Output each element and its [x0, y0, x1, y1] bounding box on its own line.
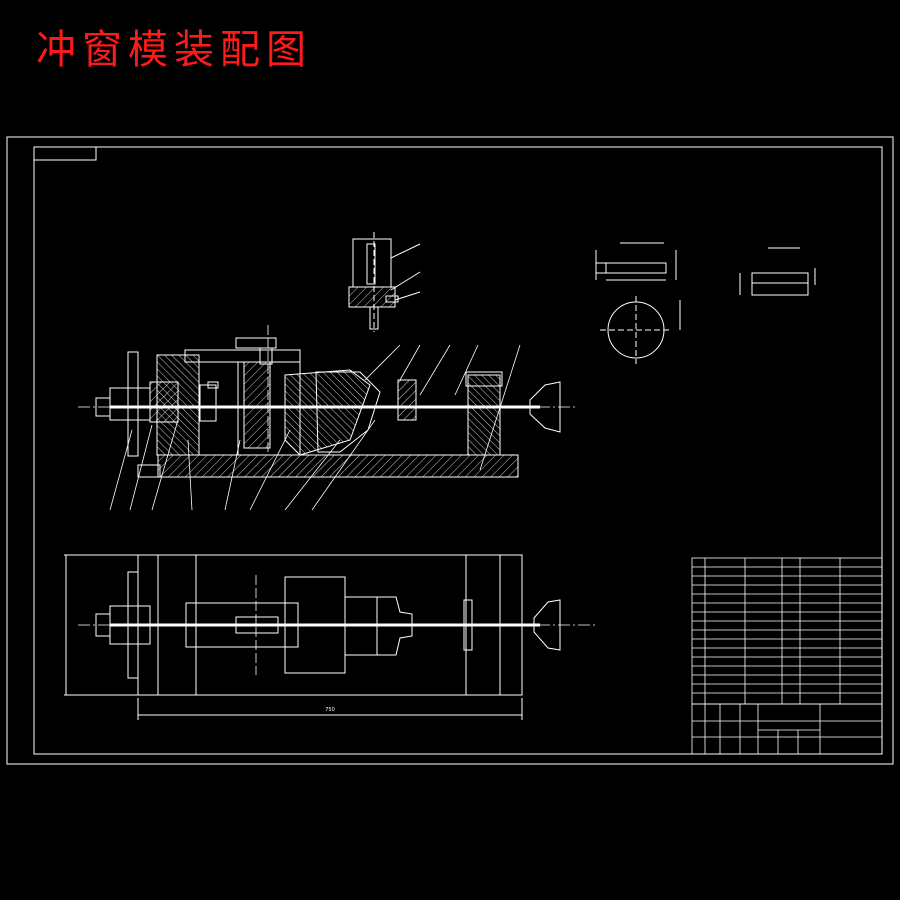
inner-border [33, 146, 883, 755]
leader-lines [109, 344, 521, 511]
punch-detail-view [348, 232, 421, 332]
drawing-title: 冲窗模装配图 [36, 27, 312, 73]
outer-border [6, 136, 894, 765]
corner-tag-box [33, 146, 97, 161]
ring-detail-views [595, 242, 816, 364]
front-section-view [78, 325, 575, 478]
plan-view [64, 554, 595, 720]
overall-length-dim: 750 [325, 707, 335, 713]
parts-list-table [691, 557, 883, 755]
